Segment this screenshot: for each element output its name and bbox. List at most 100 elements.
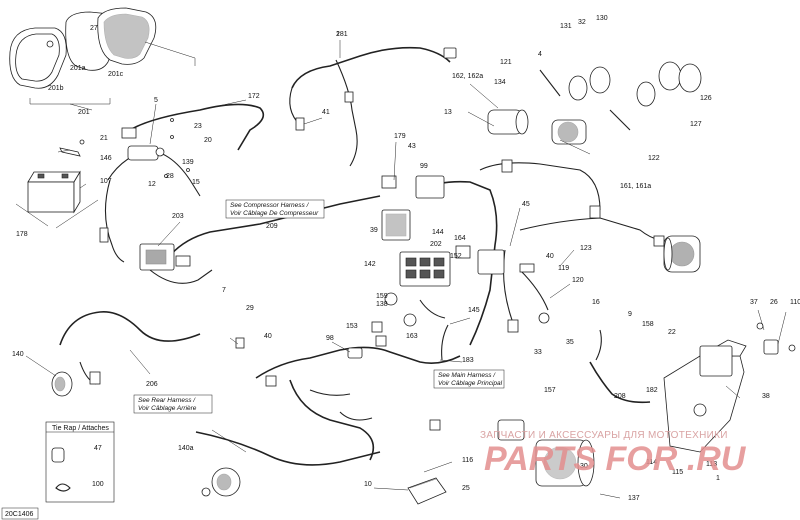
callout-label: 164 [454, 235, 466, 242]
callout-label: 22 [668, 329, 676, 336]
note-rear-line1: See Rear Harness / [138, 397, 196, 404]
callout-label: 25 [462, 485, 470, 492]
callout-label: 40 [264, 333, 272, 340]
callout-label: 146 [100, 155, 112, 162]
callout-label: 121 [500, 59, 512, 66]
callout-label: 32 [578, 19, 586, 26]
callout-label: 134 [494, 79, 506, 86]
callout-label: 1 [716, 475, 720, 482]
battery [15, 170, 99, 229]
callout-label: 158 [642, 321, 654, 328]
callout-label: 43 [408, 143, 416, 150]
mount-bracket [663, 339, 747, 453]
callout-label: 122 [648, 155, 660, 162]
callout-label: 181 [336, 31, 348, 38]
battery-strap [59, 139, 85, 157]
callout-label: 179 [394, 133, 406, 140]
callout-label: 110 [790, 299, 800, 306]
cluster-bracket-lines [29, 41, 196, 111]
callout-label: 157 [544, 387, 556, 394]
diagram-code: 20C1406 [5, 511, 34, 518]
callout-label: 144 [432, 229, 444, 236]
callout-label: 201 [78, 109, 90, 116]
callout-label: 209 [266, 223, 278, 230]
callout-label: 115 [672, 469, 683, 476]
callout-label: 172 [248, 93, 260, 100]
callout-label: 138 [376, 301, 388, 308]
callout-label: 23 [194, 123, 202, 130]
callout-label: 159 [376, 293, 388, 300]
callout-label: 45 [522, 201, 530, 208]
callout-label: 183 [462, 357, 474, 364]
callout-label: 152 [450, 253, 462, 260]
leader-lines [25, 40, 787, 499]
callout-label: 16 [592, 299, 600, 306]
callout-label: 30 [580, 463, 588, 470]
headlight-rings [539, 61, 702, 131]
callout-label: 5 [154, 97, 158, 104]
callout-label: 206 [146, 381, 158, 388]
callout-label: 2 [336, 31, 340, 38]
callout-label: 28 [166, 173, 174, 180]
callout-label: 137 [628, 495, 640, 502]
callout-label: 208 [614, 393, 626, 400]
callout-label: 13 [444, 109, 452, 116]
callout-label: 140 [12, 351, 24, 358]
callout-label: 15 [192, 179, 200, 186]
callout-label: 40 [546, 253, 554, 260]
callout-label: 203 [172, 213, 184, 220]
callout-label: 116 [462, 457, 473, 464]
note-boxes [133, 199, 505, 414]
callout-label: 120 [572, 277, 584, 284]
callout-label: 7 [222, 287, 226, 294]
callout-label: 21 [100, 135, 108, 142]
callout-label: 139 [182, 159, 194, 166]
note-main-line2: Voir Câblage Principal [438, 380, 503, 387]
callout-label: 27 [90, 25, 98, 32]
module-203 [139, 243, 191, 271]
connector-110 [756, 322, 796, 355]
instrument-cluster [9, 7, 157, 89]
switch-assembly [127, 118, 190, 178]
callout-label: 126 [700, 95, 712, 102]
callout-label: 4 [538, 51, 542, 58]
callout-label: 131 [560, 23, 572, 30]
watermark-text: ЗАПЧАСТИ И АКСЕССУАРЫ ДЛЯ МОТОТЕХНИКИ [480, 430, 728, 441]
callout-label: 178 [16, 231, 28, 238]
note-rear-line2: Voir Câblage Arrière [138, 405, 197, 412]
note-main-line1: See Main Harness / [438, 372, 496, 379]
callout-label: 130 [596, 15, 608, 22]
legend-title: Tie Rap / Attaches [52, 425, 109, 432]
callout-label: 98 [326, 335, 334, 342]
callout-label: 127 [690, 121, 702, 128]
callout-label: 114 [646, 459, 657, 466]
note-compressor-line2: Voir Câblage De Compresseur [230, 210, 319, 217]
gear-137 [407, 477, 447, 505]
callout-label: 33 [534, 349, 542, 356]
legend-item-47: 47 [94, 445, 102, 452]
callout-label: 145 [468, 307, 480, 314]
callout-label: 41 [322, 109, 330, 116]
callout-label: 107 [100, 178, 112, 185]
callout-label: 20 [204, 137, 212, 144]
note-compressor-line1: See Compressor Harness / [230, 202, 310, 209]
callout-label: 35 [566, 339, 574, 346]
callout-label: 142 [364, 261, 376, 268]
callout-label: 161, 161a [620, 183, 651, 190]
callout-label: 202 [430, 241, 442, 248]
callout-label: 37 [750, 299, 758, 306]
callout-label: 10 [364, 481, 372, 488]
callout-label: 119 [558, 265, 569, 272]
callout-label: 99 [420, 163, 428, 170]
callout-label: 9 [628, 311, 632, 318]
callout-label: 39 [370, 227, 378, 234]
callout-label: 113 [706, 461, 717, 468]
callout-label: 123 [580, 245, 592, 252]
connectors [89, 47, 665, 431]
callout-label: 201b [48, 85, 64, 92]
callout-label: 29 [246, 305, 254, 312]
headlight-assembly-left [487, 109, 587, 145]
sensor-140 [51, 371, 73, 397]
starter-motor [497, 419, 595, 487]
